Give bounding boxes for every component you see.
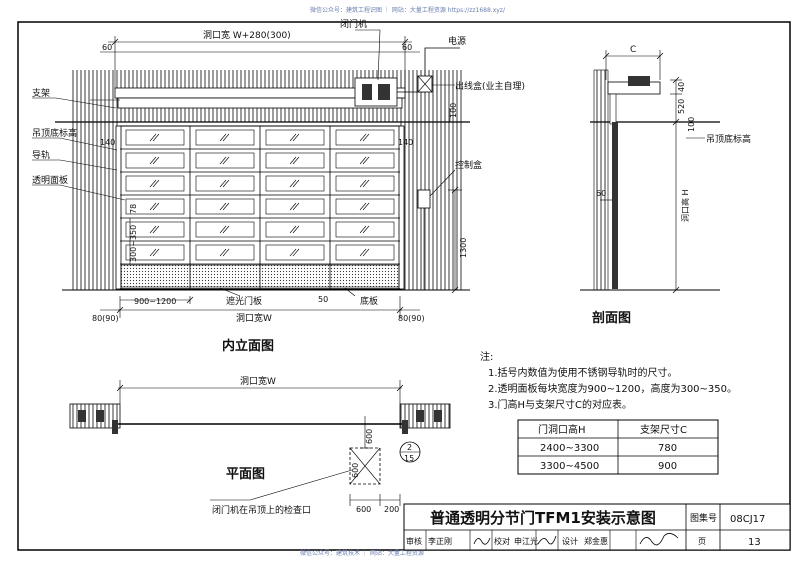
designer-name: 郑金惠 (584, 536, 608, 546)
plan-dim-600-v: 600 (365, 429, 374, 444)
door-opener (354, 77, 398, 107)
dim-140-left: 140 (100, 138, 115, 147)
glass-reflections (149, 133, 370, 257)
inner-elevation: 洞口宽 W+280(300) 60 60 闭门机 电源 支架 出线盒(业主自理)… (32, 18, 525, 354)
atlas-number: 08CJ17 (730, 514, 765, 525)
clear-panel-label: 透明面板 (32, 174, 68, 186)
section-dim-c: C (630, 45, 636, 55)
dim-60-left: 60 (102, 43, 112, 52)
guide-rail-label: 导轨 (32, 149, 50, 161)
checker-name: 申江光 (514, 536, 538, 546)
wall-hatch-left (72, 70, 120, 290)
reviewer-name: 李正刚 (428, 536, 452, 546)
dim-50: 50 (318, 295, 328, 304)
check-label: 校对 (494, 536, 510, 546)
inspection-note: 闭门机在吊顶上的检查口 (212, 504, 311, 516)
note-2: 2.透明面板每块宽度为900~1200，高度为300~350。 (488, 382, 737, 395)
dim-60-right: 60 (402, 43, 412, 52)
drawing-title: 普通透明分节门TFM1安装示意图 (430, 509, 656, 527)
plan-rail-left (78, 410, 86, 422)
section-opening-height: 洞口高 H (680, 189, 690, 222)
table-cell: 2400~3300 (540, 443, 599, 454)
section-ceiling-label: 吊顶底标高 (706, 133, 751, 145)
plan-dim-600-box: 600 (351, 463, 360, 478)
detail-index-top: 2 (407, 443, 412, 452)
watermark-bottom: 微信公众号：建筑技术 ｜ 网站：大量工程资源 (300, 549, 424, 557)
section-dim-60: 60 (596, 189, 606, 198)
checker-signature (537, 535, 557, 545)
dim-80-left: 80(90) (92, 314, 119, 323)
table-cell: 3300~4500 (540, 461, 599, 472)
opening-width-bottom: 洞口宽W (236, 312, 272, 324)
bracket-label: 支架 (32, 87, 50, 99)
note-1: 1.括号内数值为使用不锈钢导轨时的尺寸。 (488, 366, 678, 379)
elev-dim-100: 100 (449, 103, 458, 118)
bottom-plate-label: 底板 (360, 295, 378, 307)
dim-panel-width: 900~1200 (134, 297, 176, 306)
plan-view: 洞口宽W 600 600 600 20 (69, 375, 451, 516)
reviewer-signature (473, 537, 491, 545)
dim-panel-height: 300~350 (129, 225, 138, 262)
section-dim-40: 40 (677, 82, 686, 92)
power-label: 电源 (448, 35, 466, 47)
note-3: 3.门高H与支架尺寸C的对应表。 (488, 398, 632, 411)
control-box (417, 189, 431, 209)
table-cell: 780 (658, 443, 677, 454)
section-view: C 40 520 100 吊顶底标高 60 洞口高 H 剖面图 (580, 45, 751, 326)
control-box-label: 控制盒 (455, 159, 482, 171)
section-dim-520: 520 (677, 99, 686, 114)
notes-block: 注: 1.括号内数值为使用不锈钢导轨时的尺寸。 2.透明面板每块宽度为900~1… (480, 350, 737, 411)
plan-dim-200: 200 (384, 505, 399, 514)
shade-panel (120, 264, 400, 288)
section-wall (593, 69, 609, 291)
review-label: 审核 (406, 536, 422, 546)
dim-78: 78 (129, 204, 138, 214)
page-label: 页 (698, 537, 706, 546)
opener-label: 闭门机 (340, 18, 367, 30)
table-cell: 900 (658, 461, 677, 472)
detail-index-bottom: 15 (404, 454, 414, 463)
designer-signature (639, 533, 679, 546)
opening-width-top: 洞口宽 W+280(300) (203, 29, 291, 41)
section-door-leaf (612, 122, 618, 289)
table-header-c: 支架尺寸C (640, 423, 687, 436)
table-header-h: 门洞口高H (538, 423, 586, 436)
page-number: 13 (748, 537, 761, 548)
design-label: 设计 (562, 536, 578, 546)
plan-rail-right (416, 410, 424, 422)
section-dim-100: 100 (687, 117, 696, 132)
atlas-label: 图集号 (690, 512, 717, 524)
title-block: 普通透明分节门TFM1安装示意图 图集号 08CJ17 审核 李正刚 校对 申江… (403, 503, 791, 551)
notes-heading: 注: (480, 350, 493, 363)
dim-1300: 1300 (459, 238, 468, 258)
section-caption: 剖面图 (592, 310, 631, 326)
plan-dim-600-h: 600 (356, 505, 371, 514)
size-table: 门洞口高H 支架尺寸C 2400~3300 780 3300~4500 900 (517, 419, 719, 475)
wall-hatch-right (400, 70, 464, 290)
glass-panes (125, 129, 395, 261)
outlet-box-label: 出线盒(业主自理) (455, 80, 525, 92)
guide-rail-right (398, 125, 405, 290)
watermark-top: 微信公众号：建筑工程识图 ｜ 网站：大量工程资源 https://zz1688.… (310, 6, 506, 14)
plan-caption: 平面图 (226, 467, 265, 482)
elevation-caption: 内立面图 (222, 338, 274, 354)
ceiling-elev-label: 吊顶底标高 (32, 127, 77, 139)
guide-rail-left (115, 125, 122, 290)
shade-panel-label: 遮光门板 (226, 295, 262, 307)
dim-140-right: 140 (398, 138, 413, 147)
door-panels (120, 126, 400, 289)
plan-opening-width: 洞口宽W (240, 375, 276, 387)
dim-80-right: 80(90) (398, 314, 425, 323)
